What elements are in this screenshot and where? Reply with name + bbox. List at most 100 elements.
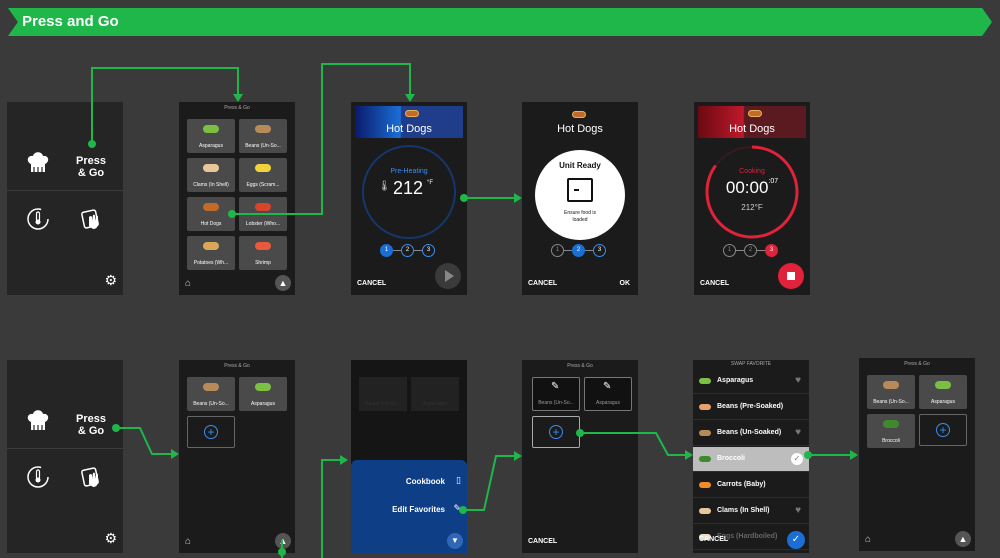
options-menu-screen: Beans (Un-So... Asparagus Cookbook ▯ Edi… bbox=[351, 360, 467, 553]
tile-beans[interactable]: Beans (Un-So... bbox=[239, 119, 287, 153]
play-icon[interactable] bbox=[435, 263, 461, 289]
tile-asparagus-edit[interactable]: ✎Asparagus bbox=[584, 377, 632, 411]
unit-ready-screen: Hot Dogs Unit Ready Ensure food is loade… bbox=[522, 102, 638, 295]
tile-asparagus[interactable]: Asparagus bbox=[239, 377, 287, 411]
chef-hat-icon[interactable] bbox=[25, 408, 51, 439]
clean-hand-icon[interactable] bbox=[79, 464, 105, 495]
timer-thermometer-icon[interactable] bbox=[25, 206, 51, 237]
list-item[interactable]: Eggs (Hardboiled) bbox=[693, 525, 809, 550]
shrimp-icon bbox=[255, 242, 271, 250]
pencil-icon: ✎ bbox=[551, 381, 560, 392]
tile-label: Lobster (Who... bbox=[245, 221, 281, 227]
plus-icon: + bbox=[936, 423, 950, 437]
step-1: 1 bbox=[551, 244, 564, 257]
tile-clams[interactable]: Clams (In Shell) bbox=[187, 158, 235, 192]
settings-gear-icon[interactable]: ⚙ bbox=[104, 530, 117, 546]
recipe-title: Hot Dogs bbox=[557, 123, 603, 135]
add-favorite-tile[interactable]: + bbox=[532, 416, 580, 448]
press-go-line1: Press bbox=[76, 155, 106, 167]
ready-heading: Unit Ready bbox=[559, 161, 601, 170]
heart-icon[interactable]: ♥ bbox=[795, 375, 801, 386]
step-3: 3 bbox=[765, 244, 778, 257]
step-indicator: 1 2 3 bbox=[351, 244, 467, 258]
confirm-check-icon[interactable]: ✓ bbox=[787, 531, 805, 549]
tile-label: Beans (Un-So... bbox=[245, 143, 281, 149]
list-item[interactable]: Asparagus♥ bbox=[693, 369, 809, 394]
tile-label: Asparagus bbox=[596, 400, 620, 406]
timer-thermometer-icon[interactable] bbox=[25, 464, 51, 495]
step-2: 2 bbox=[401, 244, 414, 257]
oven-door-icon bbox=[567, 178, 593, 202]
tile-lobster[interactable]: Lobster (Who... bbox=[239, 197, 287, 231]
step-2: 2 bbox=[572, 244, 585, 257]
tile-shrimp[interactable]: Shrimp bbox=[239, 236, 287, 270]
recipe-title: Hot Dogs bbox=[386, 123, 432, 135]
step-connector bbox=[736, 250, 744, 251]
cook-progress-ring bbox=[705, 145, 799, 239]
chevron-up-icon[interactable]: ▲ bbox=[955, 531, 971, 547]
add-favorite-tile[interactable]: + bbox=[919, 414, 967, 446]
check-icon[interactable]: ✓ bbox=[791, 453, 803, 465]
arrow-head bbox=[514, 193, 522, 203]
home-icon[interactable]: ⌂ bbox=[185, 278, 192, 289]
tile-beans[interactable]: Beans (Un-So... bbox=[187, 377, 235, 411]
home-icon[interactable]: ⌂ bbox=[185, 536, 192, 547]
favorites-final-screen: Press & Go Beans (Un-So... Asparagus Bro… bbox=[859, 358, 975, 551]
list-item[interactable]: Beans (Un-Soaked)♥ bbox=[693, 421, 809, 446]
arrow-head bbox=[233, 94, 243, 102]
tile-label: Beans (Un-So... bbox=[538, 400, 574, 406]
clean-hand-icon[interactable] bbox=[79, 206, 105, 237]
ok-button[interactable]: OK bbox=[619, 280, 631, 287]
list-item[interactable]: Beans (Pre-Soaked) bbox=[693, 395, 809, 420]
settings-gear-icon[interactable]: ⚙ bbox=[104, 272, 117, 288]
tile-asparagus[interactable]: Asparagus bbox=[187, 119, 235, 153]
tile-label: Broccoli bbox=[882, 438, 900, 444]
cancel-button[interactable]: CANCEL bbox=[700, 280, 730, 287]
cookbook-menu-item[interactable]: Cookbook bbox=[405, 477, 445, 486]
tile-beans-edit[interactable]: ✎ Beans (Un-So... bbox=[532, 377, 580, 411]
options-popup: Cookbook ▯ Edit Favorites ✎ ▼ bbox=[351, 460, 467, 553]
hot-dog-icon bbox=[405, 110, 419, 117]
tile-eggs[interactable]: Eggs (Scram... bbox=[239, 158, 287, 192]
step-1: 1 bbox=[380, 244, 393, 257]
list-item[interactable]: Carrots (Baby) bbox=[693, 473, 809, 498]
asparagus-icon bbox=[203, 125, 219, 133]
item-label: Beans (Pre-Soaked) bbox=[717, 403, 784, 410]
favorites-title: Press & Go bbox=[904, 361, 930, 367]
arrow-head bbox=[340, 455, 348, 465]
chevron-up-icon[interactable]: ▲ bbox=[275, 275, 291, 291]
tile-label: Beans (Un-So... bbox=[873, 399, 909, 405]
cancel-button[interactable]: CANCEL bbox=[528, 280, 558, 287]
edit-favorites-menu-item[interactable]: Edit Favorites bbox=[392, 505, 445, 514]
tile-beans[interactable]: Beans (Un-So... bbox=[867, 375, 915, 409]
asparagus-icon bbox=[935, 381, 951, 389]
cancel-button[interactable]: CANCEL bbox=[528, 538, 558, 545]
preheat-screen: Hot Dogs Pre-Heating 🌡 212 °F 1 2 3 CANC… bbox=[351, 102, 467, 295]
list-item-selected[interactable]: Broccoli✓ bbox=[693, 447, 809, 472]
chevron-up-icon[interactable]: ▲ bbox=[275, 533, 291, 549]
connector-menu-to-edit bbox=[463, 455, 516, 511]
chef-hat-icon[interactable] bbox=[25, 150, 51, 181]
add-favorite-tile[interactable]: + bbox=[187, 416, 235, 448]
list-item[interactable]: Clams (In Shell)♥ bbox=[693, 499, 809, 524]
tile-asparagus[interactable]: Asparagus bbox=[919, 375, 967, 409]
heart-icon[interactable]: ♥ bbox=[795, 427, 801, 438]
target-temperature: 212 bbox=[393, 178, 424, 198]
cancel-button[interactable]: CANCEL bbox=[699, 536, 729, 543]
stop-icon[interactable] bbox=[778, 263, 804, 289]
press-go-button[interactable]: Press & Go bbox=[69, 155, 113, 179]
tile-potatoes[interactable]: Potatoes (Wh... bbox=[187, 236, 235, 270]
step-2: 2 bbox=[744, 244, 757, 257]
tile-hot-dogs[interactable]: Hot Dogs bbox=[187, 197, 235, 231]
tile-broccoli[interactable]: Broccoli bbox=[867, 414, 915, 448]
chevron-down-icon[interactable]: ▼ bbox=[447, 533, 463, 549]
ready-message-2: loaded bbox=[572, 217, 588, 223]
press-go-button[interactable]: Press & Go bbox=[69, 413, 113, 437]
home-icon[interactable]: ⌂ bbox=[865, 534, 872, 545]
heart-icon[interactable]: ♥ bbox=[795, 505, 801, 516]
section-banner: Press and Go bbox=[8, 8, 992, 36]
arrow-head bbox=[514, 451, 522, 461]
hot-dog-icon bbox=[572, 111, 586, 118]
cancel-button[interactable]: CANCEL bbox=[357, 280, 387, 287]
